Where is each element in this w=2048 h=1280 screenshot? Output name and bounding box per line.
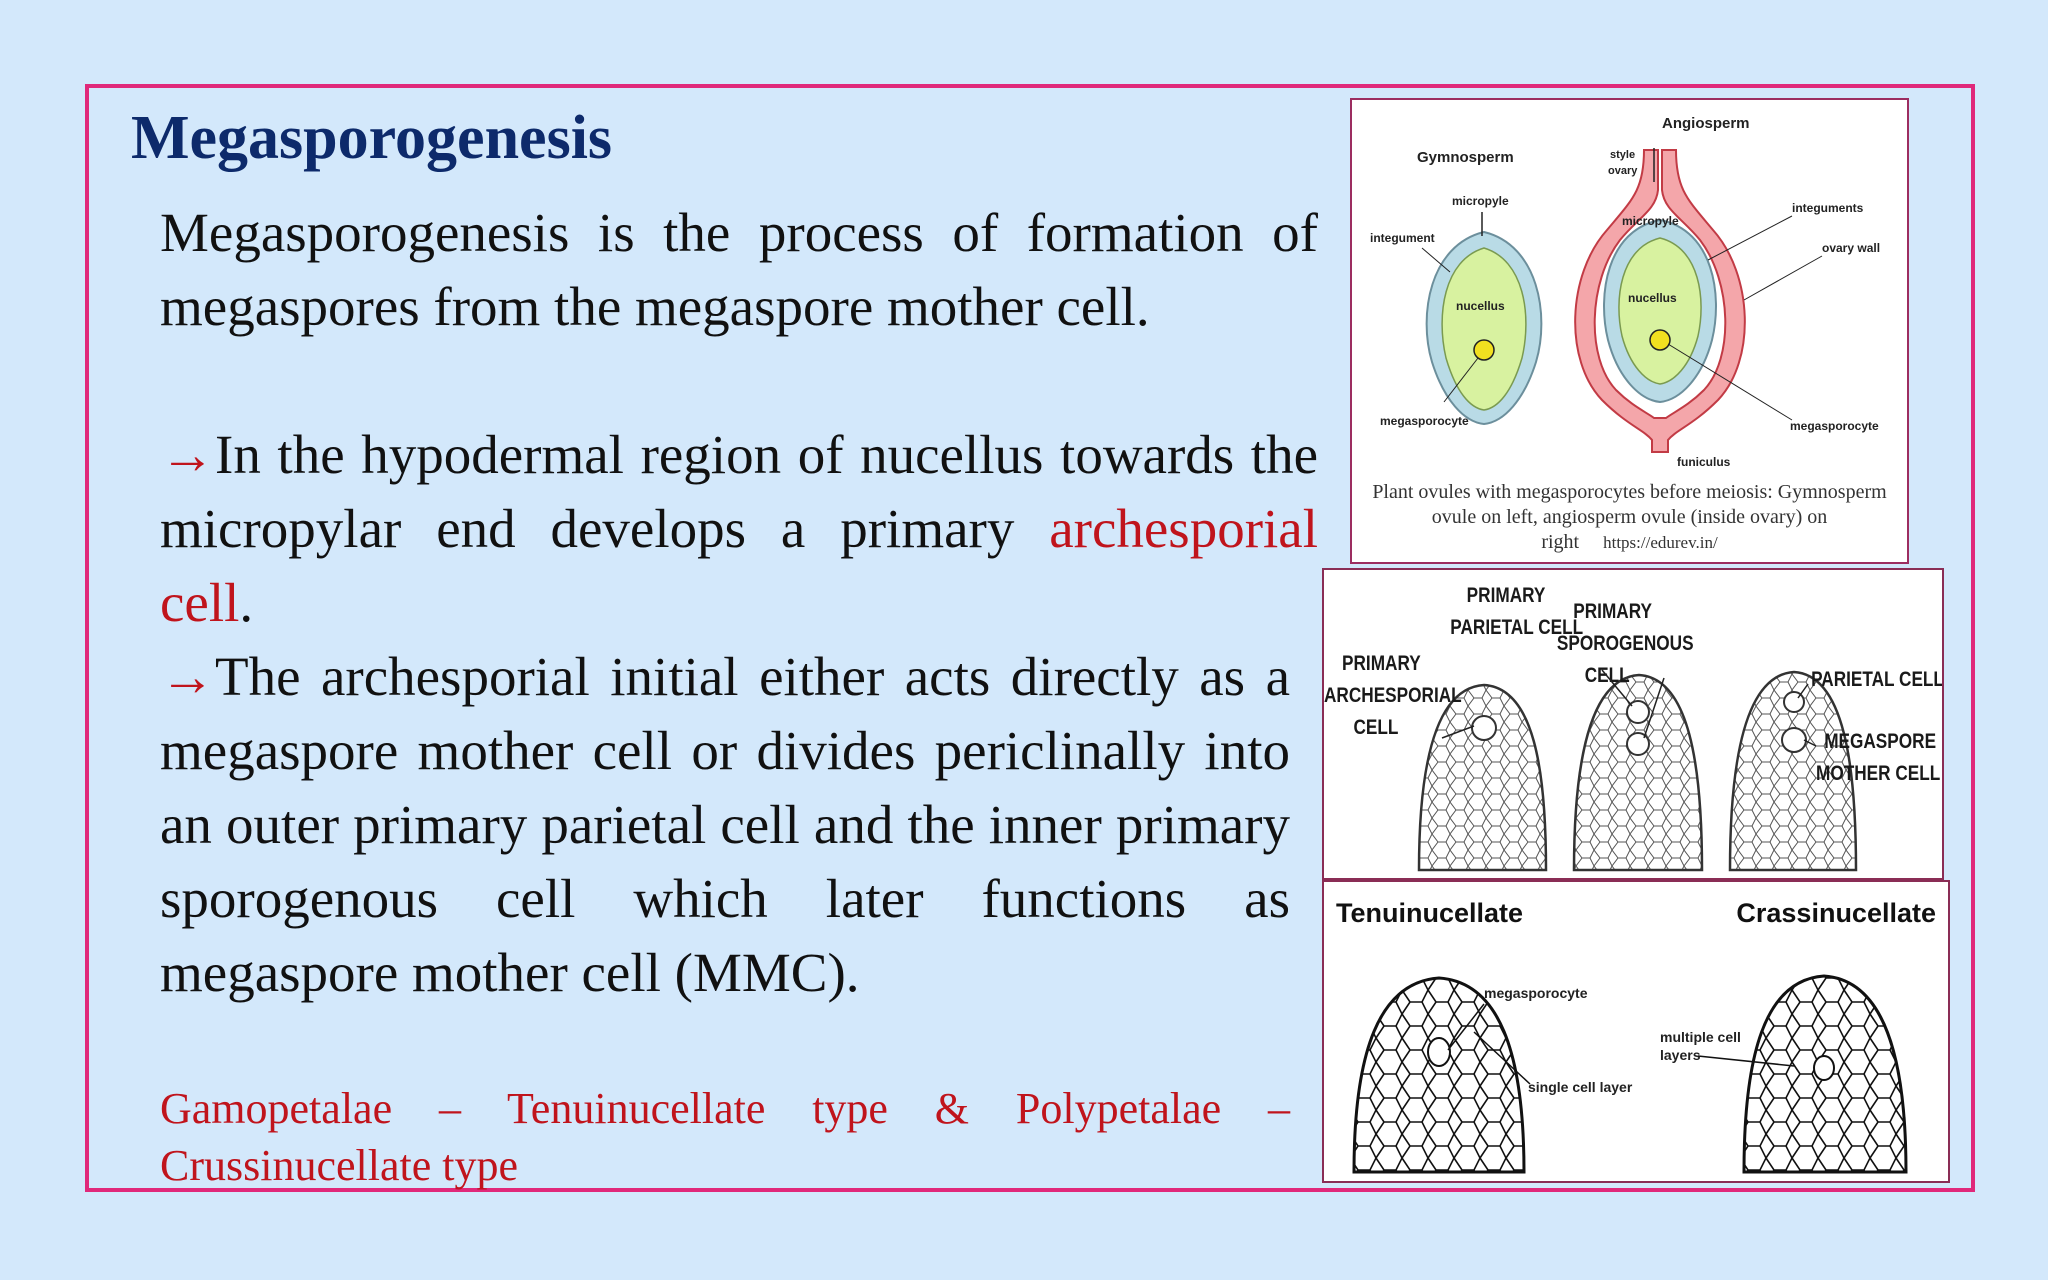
label-primary-1: PRIMARY [1342, 653, 1421, 676]
ovule-caption-text: Plant ovules with megasporocytes before … [1372, 481, 1887, 553]
tenuinucellate-megasporocyte [1427, 1037, 1451, 1067]
figure-nucellate-types: Tenuinucellate Crassinucellate megasporo… [1322, 880, 1950, 1183]
paragraph-archesporial: →In the hypodermal region of nucellus to… [160, 418, 1318, 640]
ovule-caption: Plant ovules with megasporocytes before … [1352, 480, 1907, 555]
label-micropyle-gymno: micropyle [1452, 194, 1509, 208]
label-single-cell-layer: single cell layer [1528, 1079, 1633, 1095]
nucellus-sketch-2 [1572, 673, 1704, 872]
nucellus-sketch-1 [1417, 683, 1548, 872]
label-ovary-wall: ovary wall [1822, 241, 1880, 255]
label-megasporocyte-gymno: megasporocyte [1380, 414, 1469, 428]
label-crassinucellate: Crassinucellate [1736, 898, 1936, 928]
pointer-archesporial [1441, 725, 1475, 739]
label-nucellus-angio: nucellus [1628, 291, 1677, 305]
pointer-parietal-1 [1601, 669, 1633, 707]
figure-archesporial-development: PRIMARY ARCHESPORIAL CELL PRIMARY PARIET… [1322, 568, 1944, 880]
megasporocyte-pointer-angio [1667, 343, 1793, 421]
label-parietal-cell-1: PARIETAL CELL [1450, 617, 1583, 640]
label-integuments: integuments [1792, 201, 1864, 215]
paragraph-archesporial-text: In the hypodermal region of nucellus tow… [160, 424, 1318, 559]
ovary-wall-pointer [1743, 255, 1823, 301]
angiosperm-megasporocyte-dot [1649, 329, 1671, 351]
label-layers: layers [1660, 1047, 1701, 1063]
arrow-bullet: → [160, 646, 215, 707]
label-gymnosperm: Gymnosperm [1417, 149, 1514, 166]
note-nucellate-types: Gamopetalae – Tenuinucellate type & Poly… [160, 1084, 1290, 1190]
label-funiculus: funiculus [1677, 455, 1731, 469]
label-megasporocyte-tenui: megasporocyte [1484, 985, 1588, 1001]
crassinucellate-megasporocyte [1813, 1055, 1835, 1081]
label-angiosperm: Angiosperm [1662, 115, 1750, 132]
pointer-mmc [1803, 739, 1817, 747]
integuments-pointer [1707, 215, 1793, 261]
pointer-megasporocyte-tenui [1447, 1003, 1485, 1051]
paragraph-definition: Megasporogenesis is the process of forma… [160, 202, 1318, 337]
paragraph-mmc: →The archesporial initial either acts di… [160, 640, 1290, 1010]
nucellus-sketch-3 [1728, 670, 1858, 872]
pointer-parietal-2 [1797, 683, 1809, 699]
label-ovary: ovary [1608, 165, 1638, 177]
label-tenuinucellate: Tenuinucellate [1336, 898, 1524, 928]
integument-pointer [1421, 247, 1451, 273]
megaspore-mother-cell-sketch [1781, 727, 1807, 753]
label-primary-3: PRIMARY [1573, 601, 1652, 624]
label-primary-2: PRIMARY [1467, 585, 1546, 608]
angiosperm-nucellus-shape [1618, 237, 1702, 385]
archesporial-cell-sketch [1471, 715, 1497, 741]
label-integument: integument [1370, 231, 1435, 245]
pointer-single-cell-layer [1473, 1031, 1531, 1085]
slide-frame [85, 84, 1975, 1192]
figure-ovule-diagram: Gymnosperm Angiosperm micropyle integume… [1350, 98, 1909, 564]
sporogenous-cell-sketch [1626, 732, 1650, 756]
label-style: style [1610, 149, 1635, 161]
slide-title: Megasporogenesis [131, 104, 613, 172]
gymnosperm-megasporocyte-dot [1473, 339, 1495, 361]
label-megasporocyte-angio: megasporocyte [1790, 419, 1879, 433]
parietal-cell-sketch-2 [1626, 700, 1650, 724]
paragraph-archesporial-end: . [239, 572, 254, 633]
label-sporogenous: SPOROGENOUS [1557, 633, 1694, 656]
archesporial-diagram-svg: PRIMARY ARCHESPORIAL CELL PRIMARY PARIET… [1324, 585, 1942, 872]
label-micropyle-angio: micropyle [1622, 214, 1679, 228]
arrow-bullet: → [160, 424, 215, 485]
pointer-sporogenous [1643, 677, 1665, 739]
pointer-multiple-layers [1697, 1055, 1795, 1067]
source-url: https://edurev.in/ [1603, 533, 1718, 552]
label-multiple-cell: multiple cell [1660, 1029, 1741, 1045]
highlight-archesporial-cell: archesporial cell [160, 498, 1318, 633]
gymnosperm-nucellus-shape [1441, 247, 1527, 411]
label-mother-cell: MOTHER CELL [1816, 763, 1941, 786]
ovule-diagram-svg: Gymnosperm Angiosperm micropyle integume… [1370, 115, 1880, 469]
angiosperm-ovary-wall-shape [1574, 149, 1746, 453]
label-nucellus-gymno: nucellus [1456, 299, 1505, 313]
tenuinucellate-ovule-sketch [1352, 976, 1526, 1174]
paragraph-mmc-text: The archesporial initial either acts dir… [160, 646, 1290, 1003]
nucellate-diagram-svg: megasporocyte single cell layer multiple… [1352, 974, 1908, 1174]
megasporocyte-pointer-gymno [1443, 357, 1479, 403]
label-archesporial: ARCHESPORIAL [1324, 685, 1462, 708]
label-megaspore: MEGASPORE [1824, 731, 1936, 754]
label-parietal-cell-2: PARIETAL CELL [1811, 669, 1942, 692]
label-cell-1: CELL [1354, 717, 1399, 740]
